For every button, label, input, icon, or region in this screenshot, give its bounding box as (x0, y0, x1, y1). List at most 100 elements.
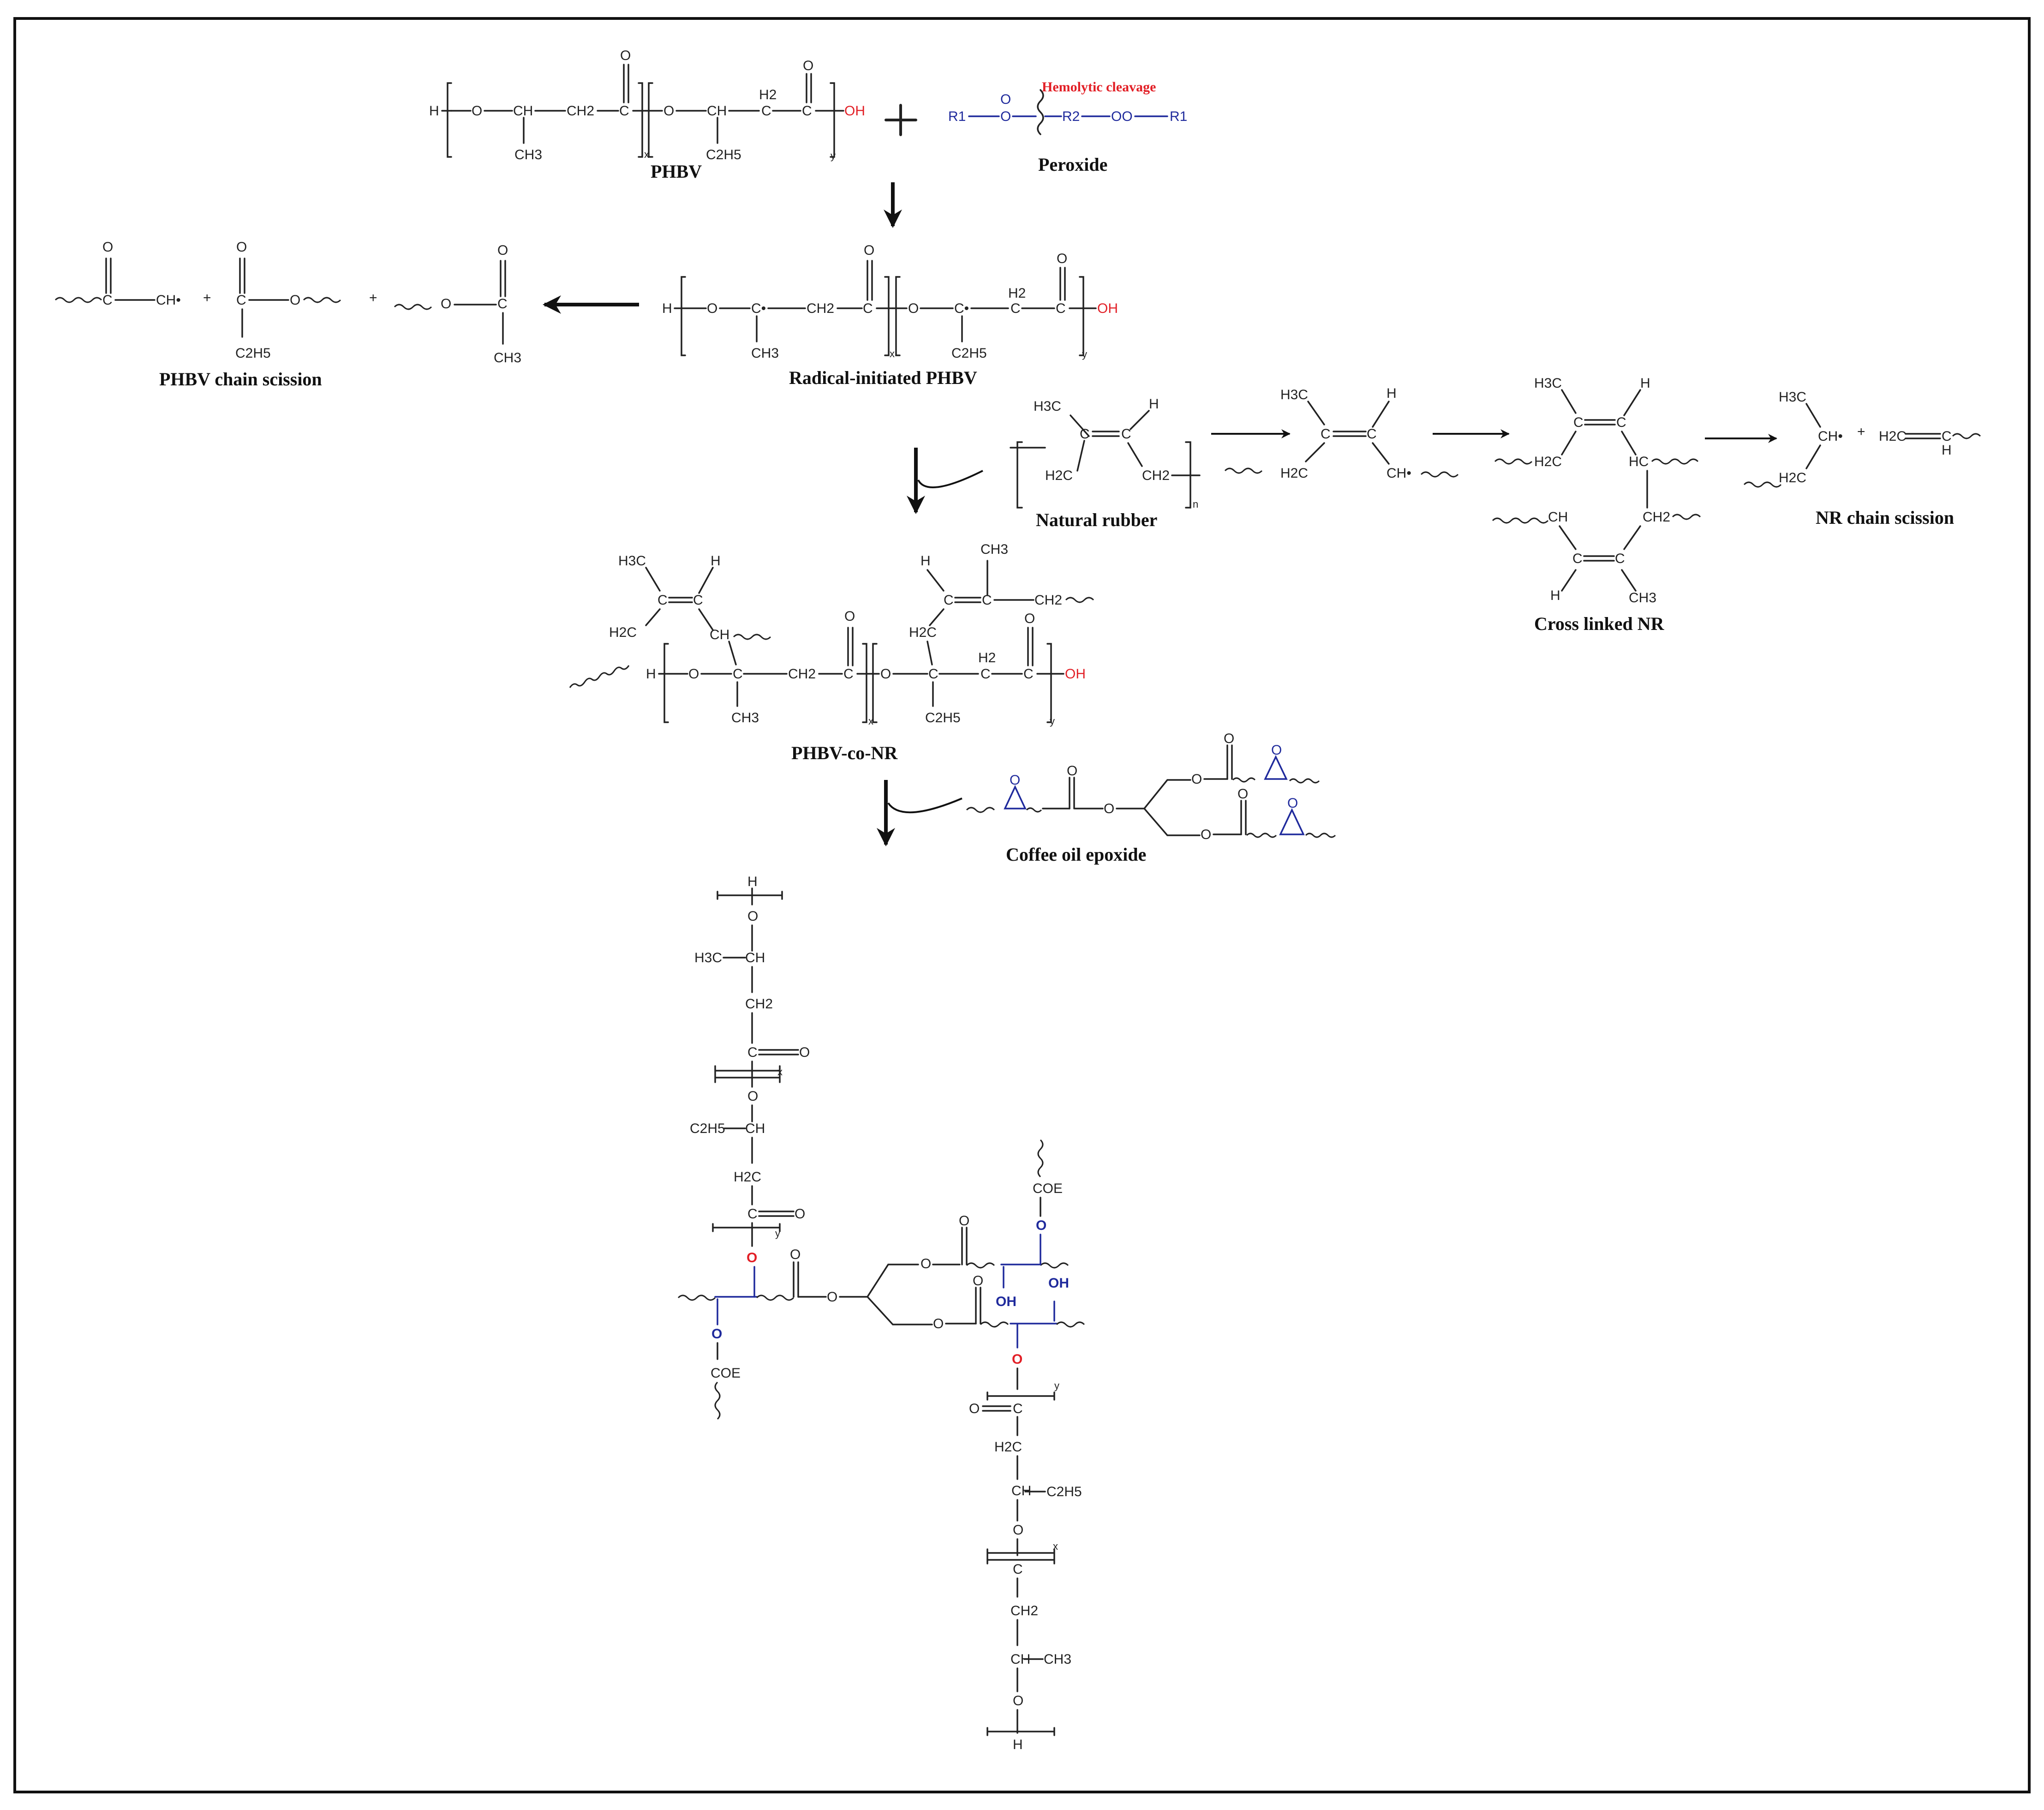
atom-c: C (1942, 429, 1952, 444)
atom-c: C (693, 593, 703, 608)
atom-o: O (290, 293, 300, 308)
atom-o-blue: O (1036, 1218, 1046, 1233)
atom-oh-blue: OH (1048, 1276, 1069, 1291)
subscript-x: x (644, 149, 649, 160)
atom-c: C (1013, 1562, 1023, 1577)
atom-c: C (1367, 426, 1377, 442)
atom-h: H (646, 666, 656, 682)
atom-c: C (102, 293, 113, 308)
atom-ch3: CH3 (514, 147, 542, 162)
atom-o-carbonyl: O (799, 1045, 810, 1060)
atom-o: O (933, 1316, 944, 1331)
atom-ch-radical: CH• (1387, 466, 1411, 481)
atom-c: C (1321, 426, 1331, 442)
atom-o-red: O (1012, 1352, 1022, 1367)
plus-sign (885, 104, 917, 136)
arrow-curve-2 (917, 470, 983, 488)
atom-h3c: H3C (1280, 387, 1308, 402)
atom-c2h5: C2H5 (1046, 1484, 1082, 1499)
atom-o-carbonyl: O (1224, 731, 1234, 746)
atom-c: C (1013, 1401, 1023, 1416)
atom-c: C (733, 666, 743, 682)
atom-c: C (980, 666, 991, 682)
atom-c: C (1615, 551, 1625, 566)
atom-c: C (1616, 415, 1626, 430)
atom-o-carbonyl: O (864, 243, 874, 258)
atom-h: H (711, 553, 721, 569)
atom-o-carbonyl: O (236, 240, 247, 255)
atom-r1: R1 (948, 109, 966, 124)
atom-o: O (1104, 801, 1114, 816)
atom-o: O (707, 301, 717, 316)
atom-o: O (908, 301, 919, 316)
coffee-oil-epoxide-structure: O O O O O O O O O (966, 731, 1336, 842)
atom-c: C (944, 593, 954, 608)
atom-c-radical: C• (954, 301, 969, 316)
atom-h2c: H2C (1779, 470, 1806, 485)
atom-h3c: H3C (618, 553, 646, 569)
atom-hc: HC (1629, 454, 1649, 469)
atom-o: O (1013, 1693, 1023, 1708)
atom-h: H (429, 103, 439, 119)
atom-c: C (747, 1206, 758, 1222)
atom-ch2: CH2 (788, 666, 816, 682)
nr-scission-products: H3C CH• H2C + H2C C H (1743, 390, 1981, 488)
atom-ch2: CH2 (1010, 1603, 1038, 1618)
atom-h: H (662, 301, 672, 316)
atom-ch: CH (707, 103, 727, 119)
atom-o: O (688, 666, 699, 682)
atom-o: O (747, 1089, 758, 1104)
plus-small: + (369, 290, 377, 306)
subscript-y: y (831, 150, 836, 162)
atom-h2c: H2C (909, 625, 937, 640)
subscript-y: y (1050, 715, 1055, 727)
atom-oh-red: OH (844, 103, 865, 119)
atom-ch3: CH3 (1629, 590, 1656, 605)
atom-o: O (827, 1289, 837, 1305)
label-phbv-chain-scission: PHBV chain scission (159, 369, 322, 390)
atom-h: H (1640, 376, 1650, 391)
atom-o: O (880, 666, 891, 682)
atom-h2: H2 (978, 650, 996, 665)
atom-c: C (863, 301, 873, 316)
subscript-x: x (868, 715, 873, 727)
atom-r1: R1 (1170, 109, 1187, 124)
atom-o-carbonyl: O (1024, 611, 1035, 626)
atom-c: C (761, 103, 771, 119)
atom-h2: H2 (759, 87, 777, 102)
atom-h2c: H2C (1534, 454, 1562, 469)
subscript-y: y (1054, 1380, 1059, 1391)
atom-ch3: CH3 (731, 710, 759, 725)
atom-c: C (619, 103, 629, 119)
atom-o-carbonyl: O (803, 58, 813, 73)
subscript-x: x (890, 348, 895, 360)
atom-c2h5: C2H5 (925, 710, 961, 725)
atom-o: O (663, 103, 674, 119)
plus-small: + (203, 290, 211, 306)
plus-small: + (1857, 424, 1865, 439)
atom-o-carbonyl: O (1237, 786, 1248, 802)
phbv-scission-products: C O CH• + C O C2H5 O + O C O CH3 (54, 240, 521, 366)
atom-o-carbonyl: O (844, 609, 855, 624)
subscript-y: y (1082, 348, 1087, 360)
atom-h3c: H3C (1779, 390, 1806, 405)
atom-oh-red: OH (1065, 666, 1086, 682)
atom-oo: OO (1111, 109, 1133, 124)
atom-h3c: H3C (1534, 376, 1562, 391)
outer-frame (13, 17, 2031, 1793)
crosslinked-nr-structure: H3C C C H H2C HC CH2 CH C C H CH3 (1492, 376, 1701, 605)
atom-o-carbonyl: O (969, 1401, 980, 1416)
label-radical-initiated-phbv: Radical-initiated PHBV (789, 367, 977, 388)
atom-ch2: CH2 (807, 301, 834, 316)
atom-h: H (1149, 396, 1159, 412)
atom-o-red: O (747, 1250, 757, 1265)
atom-ch: CH (1548, 509, 1568, 525)
atom-h2: H2 (1008, 286, 1026, 301)
atom-h2c: H2C (994, 1439, 1022, 1455)
atom-c: C (497, 296, 508, 312)
cleavage-squiggle (1037, 89, 1044, 135)
atom-o-epoxide: O (1010, 773, 1020, 788)
atom-h: H (1013, 1737, 1023, 1752)
atom-o: O (472, 103, 482, 119)
